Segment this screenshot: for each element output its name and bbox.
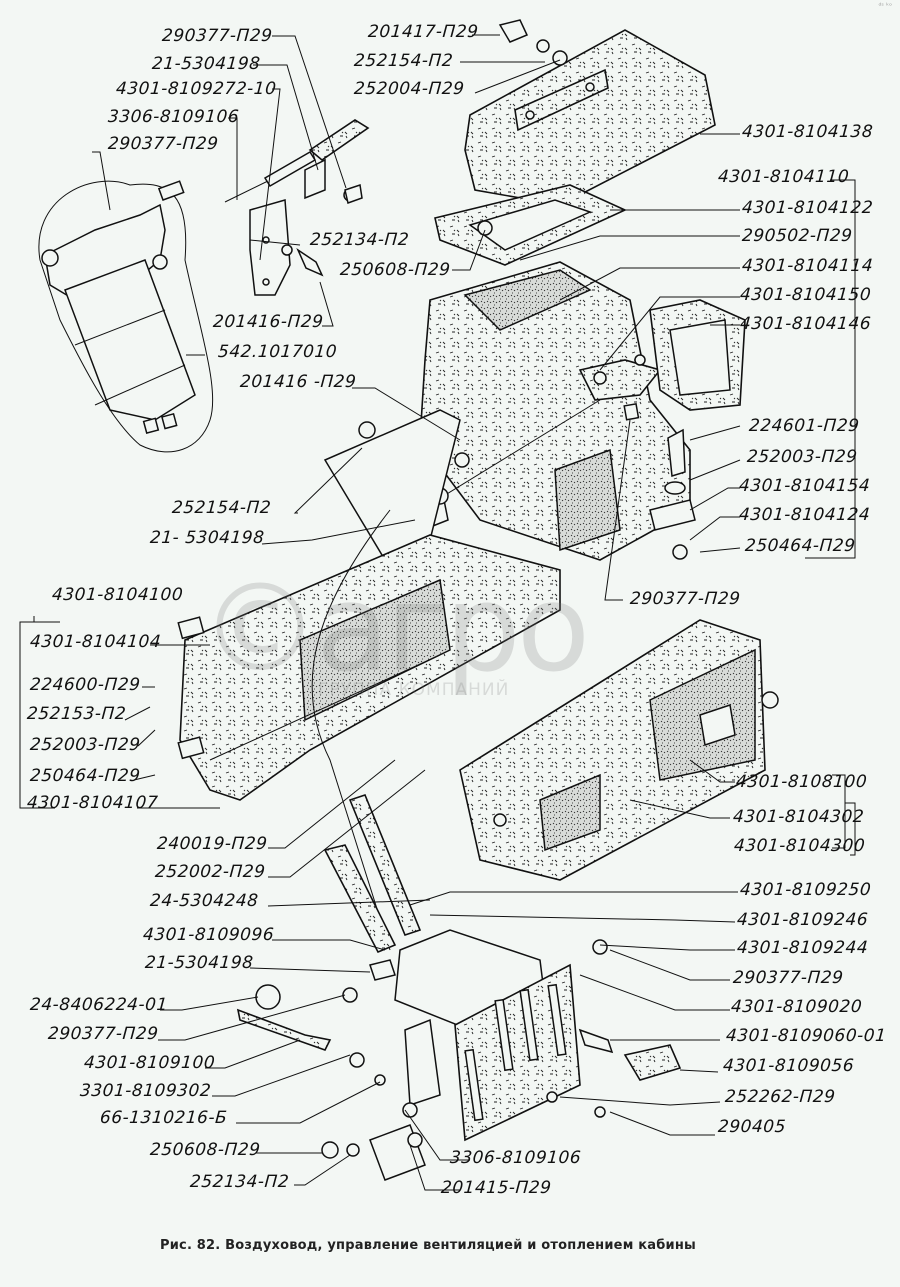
- part-label: 224600-П29: [29, 675, 142, 695]
- part-label: 252004-П29: [353, 79, 466, 99]
- part-label: 4301-8104107: [26, 793, 159, 813]
- part-label: 252134-П2: [189, 1172, 290, 1192]
- ventilation-valve-housing: [419, 261, 746, 561]
- part-label: 4301-8109272-10: [115, 79, 278, 99]
- air-duct-cover: [434, 19, 716, 266]
- part-label: 4301-8109244: [736, 938, 869, 958]
- part-label: 3306-8109106: [449, 1148, 582, 1168]
- part-label: 4301-8109060-01: [725, 1026, 888, 1046]
- part-label: 24-8406224-01: [29, 995, 169, 1015]
- part-label: 4301-8109100: [83, 1053, 216, 1073]
- part-label: 4301-8104100: [51, 585, 184, 605]
- part-label: 252154-П2: [353, 51, 454, 71]
- part-label: 4301-8109020: [730, 997, 863, 1017]
- part-label: 252003-П29: [746, 447, 859, 467]
- heater-outlet-box: [459, 619, 779, 881]
- part-label: 21- 5304198: [149, 528, 266, 548]
- fuel-filter: [38, 180, 214, 453]
- part-label: 252002-П29: [154, 862, 267, 882]
- part-label: 4301-8109246: [736, 910, 869, 930]
- left-air-duct: [177, 534, 561, 801]
- part-label: 4301-8104104: [29, 632, 162, 652]
- part-label: 24-5304248: [149, 891, 260, 911]
- part-label: 290377-П29: [161, 26, 274, 46]
- part-label: 4301-8104122: [741, 198, 874, 218]
- part-label: 21-5304198: [144, 953, 255, 973]
- part-label: 4301-8104146: [739, 314, 872, 334]
- corner-mark: ᵈˢ ᵏᵒ: [878, 2, 892, 10]
- part-label: 252003-П29: [29, 735, 142, 755]
- watermark-logo: ©агро: [200, 560, 590, 699]
- control-panel-assembly: [236, 929, 682, 1181]
- part-label: 252154-П2: [171, 498, 272, 518]
- heater-control-cables: [311, 509, 422, 954]
- part-label: 290377-П29: [629, 589, 742, 609]
- part-label: 290377-П29: [107, 134, 220, 154]
- part-label: 4301-8104124: [738, 505, 871, 525]
- part-label: 252134-П2: [309, 230, 410, 250]
- part-label: 4301-8104138: [741, 122, 874, 142]
- part-label: 542.1017010: [217, 342, 338, 362]
- part-label: 201417-П29: [367, 22, 480, 42]
- part-label: 290377-П29: [47, 1024, 160, 1044]
- part-label: 201415-П29: [440, 1178, 553, 1198]
- part-label: 4301-8104300: [733, 836, 866, 856]
- part-label: 3301-8109302: [79, 1081, 212, 1101]
- part-label: 252153-П2: [26, 704, 127, 724]
- part-label: 4301-8104302: [732, 807, 865, 827]
- part-label: 4301-8104154: [738, 476, 871, 496]
- part-label: 201416-П29: [212, 312, 325, 332]
- part-label: 21-5304198: [151, 54, 262, 74]
- part-label: 4301-8108100: [735, 772, 868, 792]
- part-label: 224601-П29: [748, 416, 861, 436]
- part-label: 290405: [717, 1117, 787, 1137]
- part-label: 3306-8109106: [107, 107, 240, 127]
- part-label: 4301-8109096: [142, 925, 275, 945]
- part-label: 250608-П29: [149, 1140, 262, 1160]
- part-label: 201416 -П29: [239, 372, 358, 392]
- part-label: 4301-8109250: [739, 880, 872, 900]
- part-label: 4301-8104110: [717, 167, 850, 187]
- figure-caption: Рис. 82. Воздуховод, управление вентиляц…: [160, 1238, 696, 1253]
- part-label: 250608-П29: [339, 260, 452, 280]
- part-label: 4301-8104114: [741, 256, 874, 276]
- part-label: 250464-П29: [744, 536, 857, 556]
- part-label: 4301-8104150: [739, 285, 872, 305]
- part-label: 66-1310216-Б: [99, 1108, 228, 1128]
- part-label: 240019-П29: [156, 834, 269, 854]
- throttle-cable-bracket: [224, 119, 370, 296]
- part-label: 290377-П29: [732, 968, 845, 988]
- watermark-subtitle: ГРУППА КОМПАНИЙ: [318, 680, 510, 700]
- part-label: 252262-П29: [724, 1087, 837, 1107]
- part-label: 4301-8109056: [722, 1056, 855, 1076]
- leader-lines: [19, 34, 856, 1191]
- part-label: 290502-П29: [741, 226, 854, 246]
- part-label: 250464-П29: [29, 766, 142, 786]
